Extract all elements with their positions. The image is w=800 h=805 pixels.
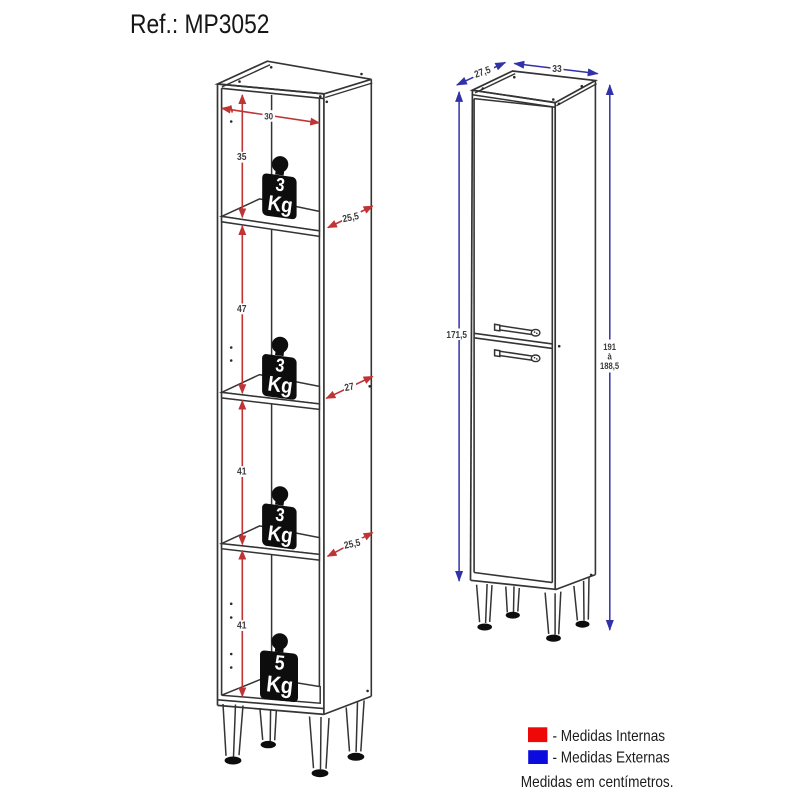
- svg-text:Kg: Kg: [266, 521, 294, 548]
- svg-text:41: 41: [237, 621, 247, 632]
- svg-text:33: 33: [552, 64, 562, 75]
- svg-text:Ref.: MP3052: Ref.: MP3052: [130, 8, 270, 39]
- svg-text:- Medidas Externas: - Medidas Externas: [553, 750, 670, 767]
- svg-text:41: 41: [237, 467, 247, 478]
- svg-text:Kg: Kg: [265, 670, 294, 699]
- svg-text:188,5: 188,5: [600, 361, 619, 371]
- svg-text:Kg: Kg: [266, 372, 294, 399]
- svg-text:171,5: 171,5: [446, 330, 467, 341]
- svg-text:Kg: Kg: [266, 191, 294, 218]
- svg-text:Medidas em centímetros.: Medidas em centímetros.: [521, 774, 674, 791]
- svg-text:30: 30: [264, 111, 273, 122]
- svg-text:191: 191: [603, 342, 616, 352]
- svg-text:35: 35: [237, 152, 247, 163]
- svg-text:- Medidas Internas: - Medidas Internas: [553, 728, 666, 745]
- svg-text:47: 47: [237, 304, 247, 315]
